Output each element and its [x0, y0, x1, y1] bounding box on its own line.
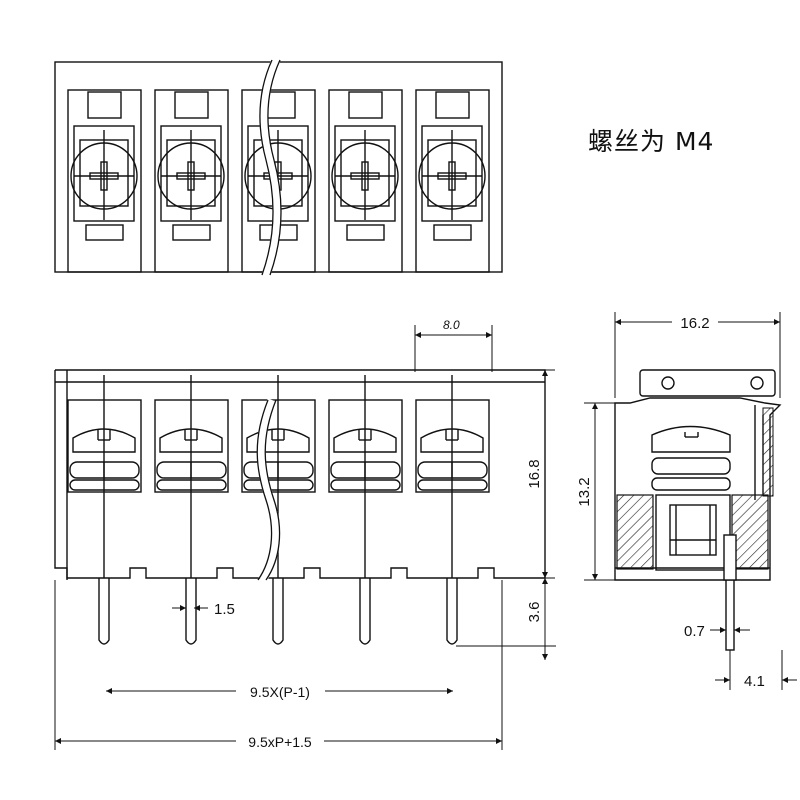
label-overall-length: 9.5xP+1.5: [248, 734, 312, 750]
front-view: [54, 369, 546, 645]
side-pin-shoulder: [723, 534, 737, 581]
label-pin-width: 1.5: [214, 601, 235, 618]
screw-slot: [448, 161, 456, 191]
screw-note: 螺丝为 M4: [588, 127, 715, 156]
screw-slot: [100, 161, 108, 191]
top-cell-foot: [172, 224, 211, 241]
top-terminal-cell: [154, 89, 229, 273]
front-screw-head: [72, 428, 136, 453]
front-screw-head: [246, 428, 310, 453]
top-cell-frame: [328, 89, 403, 273]
label-height-body: 16.8: [526, 459, 543, 488]
top-cell-tab: [435, 91, 470, 119]
pin: [359, 578, 371, 645]
top-cell-tab: [174, 91, 209, 119]
top-cell-tab: [348, 91, 383, 119]
top-terminal-cell: [328, 89, 403, 273]
screw-slot: [89, 172, 119, 180]
dimension-pin-length: [456, 578, 556, 660]
pin: [446, 578, 458, 645]
pin: [98, 578, 110, 645]
screw-slot: [361, 161, 369, 191]
top-cell-frame: [154, 89, 229, 273]
dimension-pitch-top: [414, 325, 493, 372]
side-hatch-right: [731, 494, 769, 570]
top-terminal-cell: [67, 89, 142, 273]
dimension-side-offset: [715, 650, 797, 690]
front-screw-head: [333, 428, 397, 453]
break-line-top: [259, 58, 282, 277]
screw-slot: [350, 172, 380, 180]
top-cell-window: [421, 125, 483, 222]
screw-slot: [187, 161, 195, 191]
top-cell-window: [334, 125, 396, 222]
label-side-offset: 4.1: [744, 673, 765, 690]
side-hatch-top: [762, 407, 774, 497]
top-cell-foot: [433, 224, 472, 241]
break-line-top-edge-b: [267, 59, 282, 276]
break-line-front: [256, 398, 281, 583]
top-cell-tab: [87, 91, 122, 119]
label-pitch-top: 8.0: [443, 318, 460, 332]
label-span-pins: 9.5X(P-1): [250, 684, 310, 700]
label-pin-length: 3.6: [526, 602, 543, 623]
top-terminal-cell: [415, 89, 490, 273]
break-line-top-edge-a: [259, 59, 274, 276]
top-cell-frame: [415, 89, 490, 273]
dimension-side-width: [614, 312, 781, 398]
pin: [185, 578, 197, 645]
label-side-height: 13.2: [576, 477, 593, 506]
front-screw-head: [159, 428, 223, 453]
dimension-side-height: [584, 402, 630, 581]
side-hatch-left: [616, 494, 654, 570]
top-cell-frame: [241, 89, 316, 273]
break-line-front-edge-a: [256, 399, 273, 581]
top-cell-foot: [85, 224, 124, 241]
top-cell-window: [160, 125, 222, 222]
top-cell-frame: [67, 89, 142, 273]
top-cell-window: [73, 125, 135, 222]
screw-slot: [176, 172, 206, 180]
top-cell-foot: [346, 224, 385, 241]
pin: [272, 578, 284, 645]
break-line-front-edge-b: [264, 399, 281, 581]
screw-slot: [437, 172, 467, 180]
front-screw-head: [420, 428, 484, 453]
side-pin: [725, 579, 735, 651]
dimension-overall-length: [54, 580, 503, 750]
label-side-pin: 0.7: [684, 623, 705, 640]
label-side-width: 16.2: [680, 315, 709, 332]
